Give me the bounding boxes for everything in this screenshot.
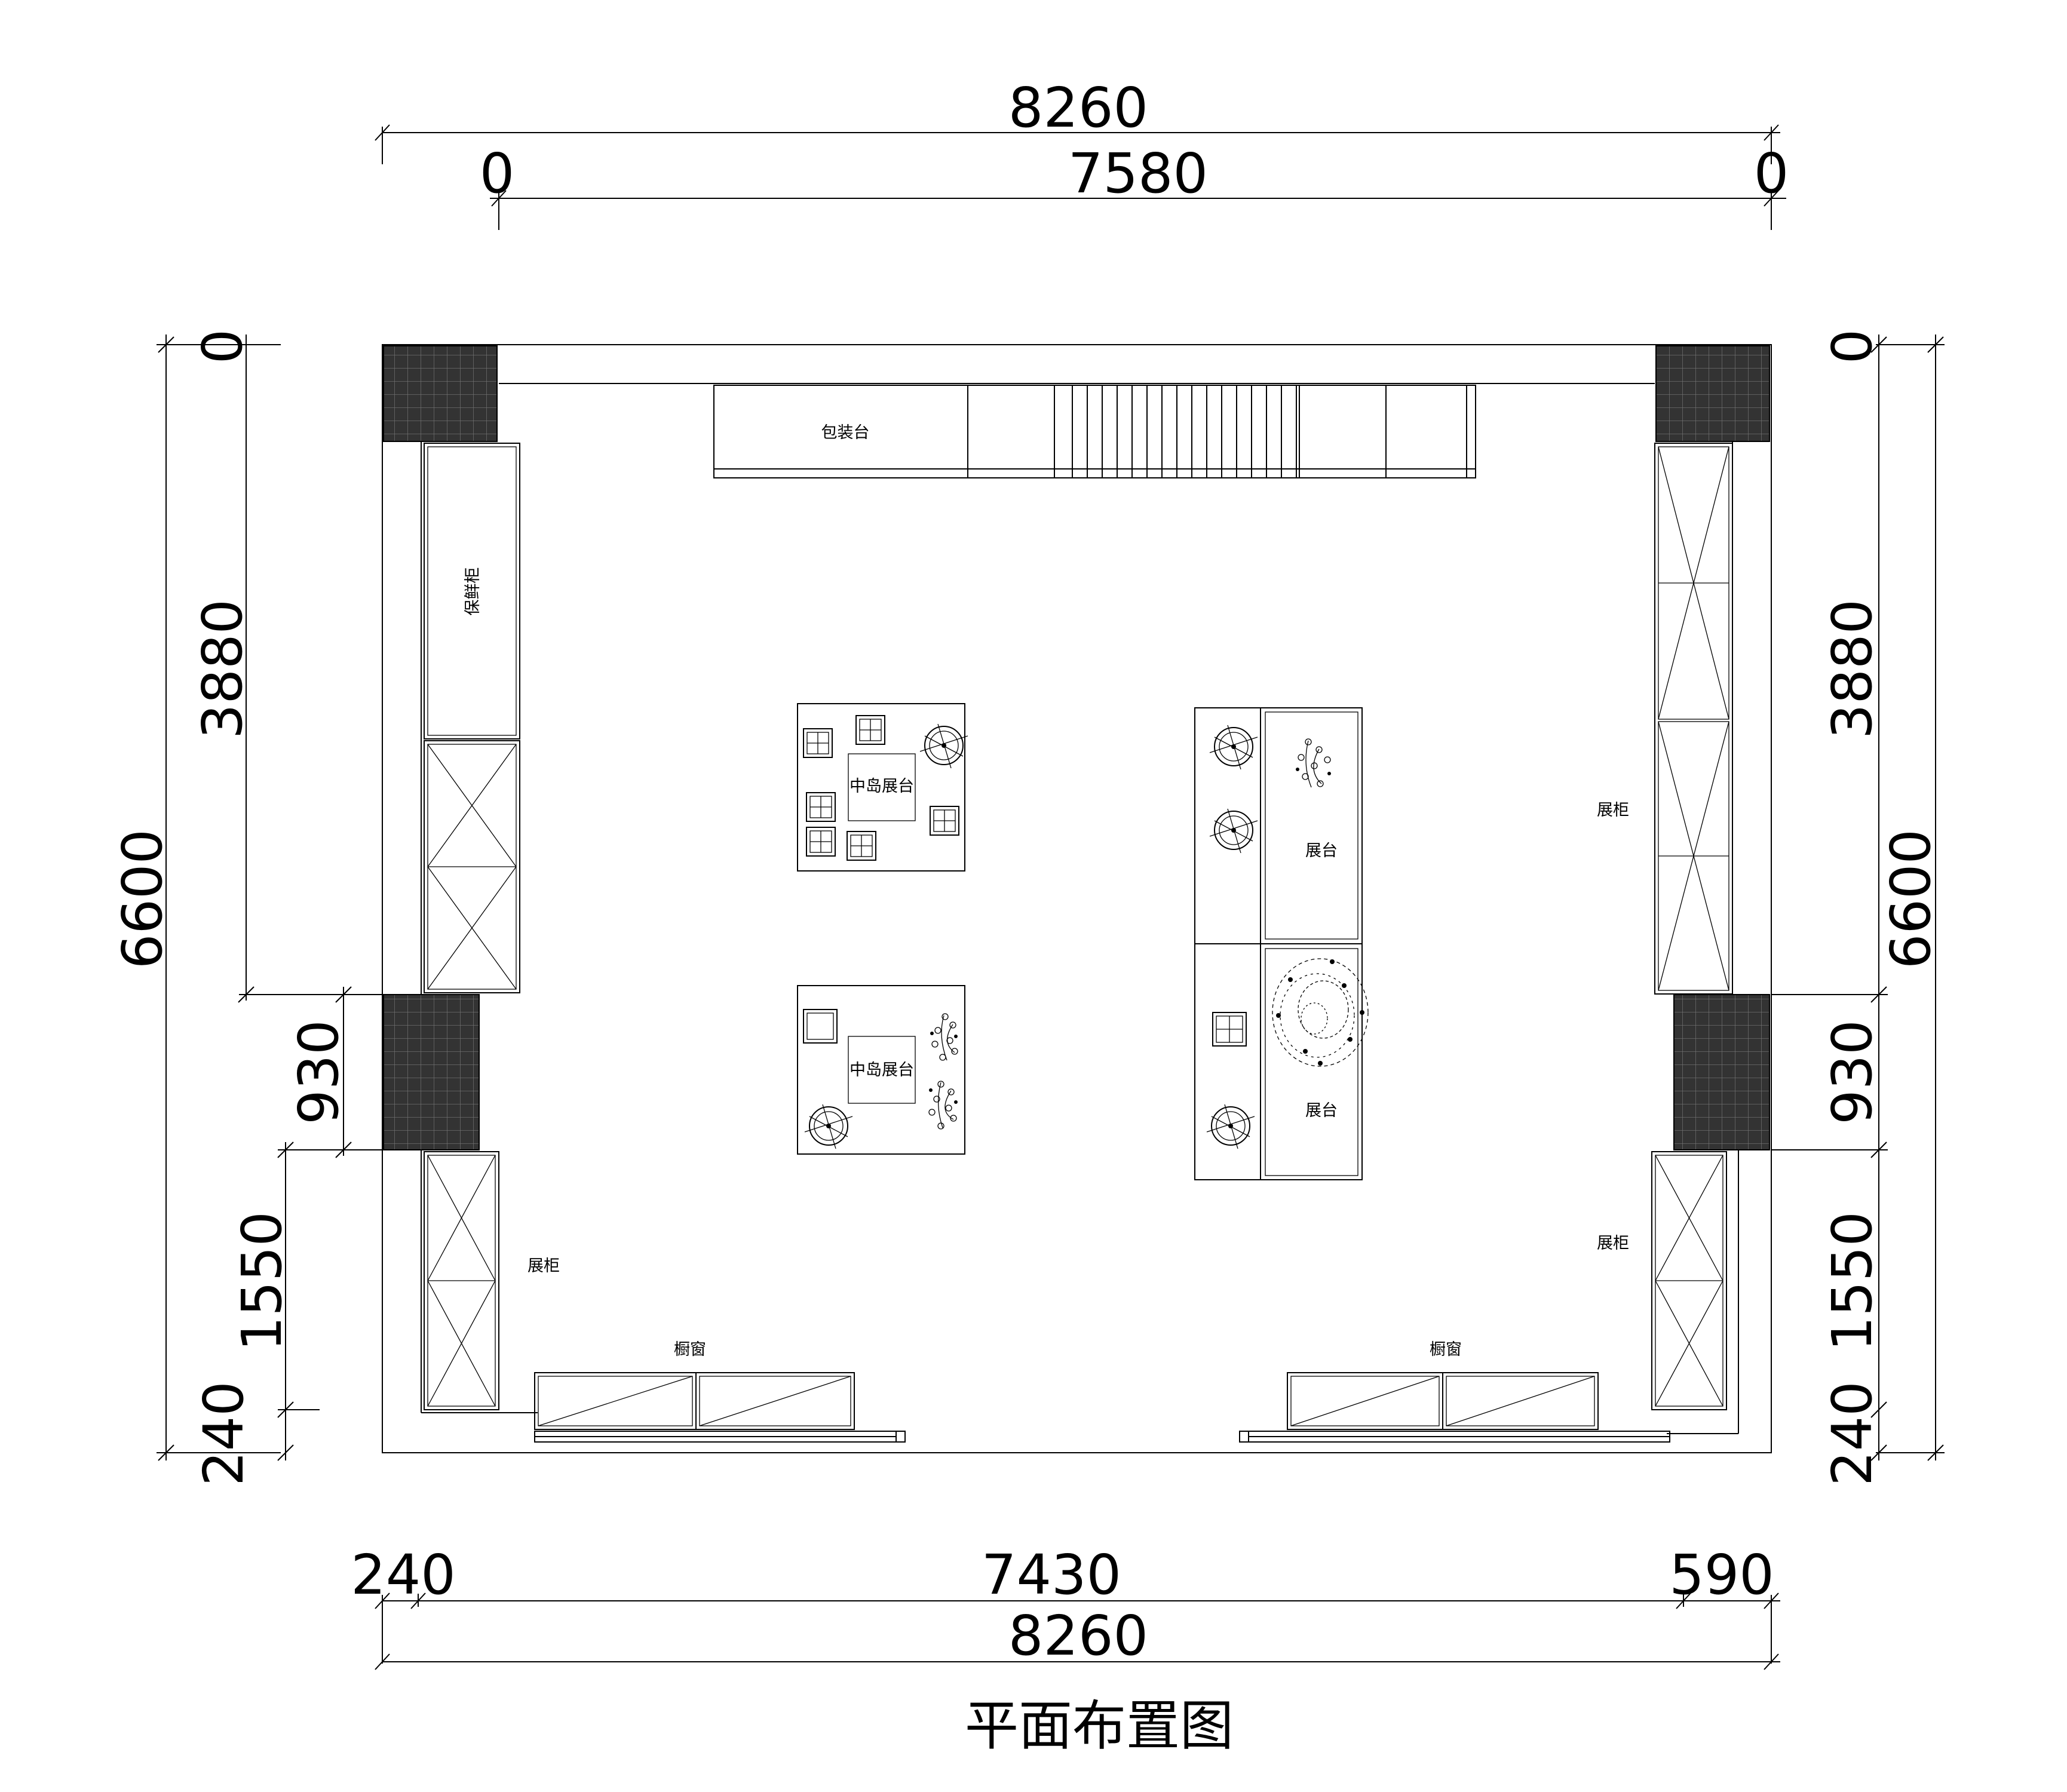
- dim-top-left-zero: 0: [480, 142, 515, 205]
- right-lower-cabinet: [1651, 1151, 1727, 1410]
- label-display-stand-2: 展台: [1305, 1101, 1338, 1120]
- column-mid-left: [383, 994, 480, 1150]
- dim-right-d: 240: [1820, 1381, 1884, 1486]
- label-left-lower-cabinet: 展柜: [528, 1257, 560, 1275]
- dim-left-d: 240: [192, 1381, 256, 1486]
- dim-bottom-right: 590: [1669, 1543, 1774, 1607]
- column-mid-right: [1673, 994, 1770, 1150]
- plant-pot-icon: [1209, 808, 1258, 854]
- dim-bottom-left: 240: [351, 1543, 456, 1607]
- product-box-icon: [930, 806, 959, 836]
- product-box-icon: [806, 792, 836, 822]
- packing-counter: [713, 385, 1476, 478]
- fresh-cabinet: [424, 443, 520, 739]
- dim-right-c: 1550: [1820, 1211, 1884, 1351]
- left-dimension-lines: [157, 335, 382, 1461]
- top-dimension-lines: [375, 124, 1786, 230]
- dim-left-a: 3880: [191, 599, 254, 739]
- bottom-dimension-lines: [375, 1592, 1780, 1670]
- label-right-upper-cabinet: 展柜: [1597, 801, 1629, 820]
- plant-pot-icon: [804, 1104, 853, 1149]
- flower-icon: [1296, 738, 1331, 788]
- walls: [382, 344, 1772, 1453]
- label-packing-table: 包装台: [821, 424, 870, 442]
- label-island-display-1: 中岛展台: [850, 777, 914, 796]
- label-right-lower-cabinet: 展柜: [1597, 1234, 1629, 1253]
- island-display-1: [797, 703, 968, 872]
- dim-top-inner: 7580: [1068, 142, 1208, 205]
- product-box-icon: [847, 831, 876, 861]
- plant-pot-icon: [1209, 725, 1258, 770]
- island-display-2: [797, 985, 965, 1155]
- right-upper-cabinet: [1654, 443, 1733, 995]
- flower-icon: [930, 1013, 958, 1061]
- product-box-icon: [803, 728, 833, 758]
- left-lower-cabinet: [424, 1151, 499, 1410]
- dim-bottom-overall: 8260: [1008, 1604, 1148, 1668]
- plant-pot-icon: [919, 723, 968, 769]
- display-stand-2: [1194, 943, 1369, 1180]
- product-box-icon: [1212, 1012, 1247, 1047]
- dim-left-b: 930: [287, 1020, 351, 1125]
- product-box-icon: [803, 1009, 838, 1044]
- dim-left-top-zero: 0: [191, 329, 254, 364]
- plant-pot-icon: [1206, 1104, 1255, 1149]
- shop-window-right: [1239, 1372, 1670, 1443]
- dim-left-c: 1550: [230, 1211, 294, 1351]
- dim-bottom-mid: 7430: [982, 1543, 1121, 1607]
- right-dimension-lines: [1771, 335, 1945, 1461]
- label-display-stand-1: 展台: [1305, 842, 1338, 860]
- dim-top-right-zero: 0: [1754, 142, 1789, 205]
- label-window-left: 橱窗: [674, 1340, 706, 1359]
- display-stand-1: [1194, 707, 1363, 944]
- dim-right-total: 6600: [1879, 829, 1943, 969]
- flower-icon: [928, 1081, 958, 1130]
- label-island-display-2: 中岛展台: [850, 1061, 914, 1079]
- label-fresh-cabinet: 保鲜柜: [464, 567, 482, 616]
- drawing-title: 平面布置图: [965, 1695, 1234, 1757]
- column-top-left: [383, 345, 498, 442]
- dim-top-overall: 8260: [1008, 76, 1148, 140]
- shop-window-left: [534, 1372, 906, 1443]
- dim-right-top-zero: 0: [1820, 329, 1884, 364]
- product-box-icon: [806, 827, 836, 857]
- flower-cluster-icon: [1272, 958, 1369, 1067]
- dim-right-a: 3880: [1820, 599, 1884, 739]
- product-box-icon: [855, 715, 885, 745]
- label-window-right: 橱窗: [1430, 1340, 1462, 1359]
- stairs: [1072, 385, 1297, 478]
- dim-left-total: 6600: [111, 829, 174, 969]
- dim-right-b: 930: [1820, 1020, 1884, 1125]
- column-top-right: [1655, 345, 1770, 442]
- left-upper-cabinet: [424, 740, 520, 993]
